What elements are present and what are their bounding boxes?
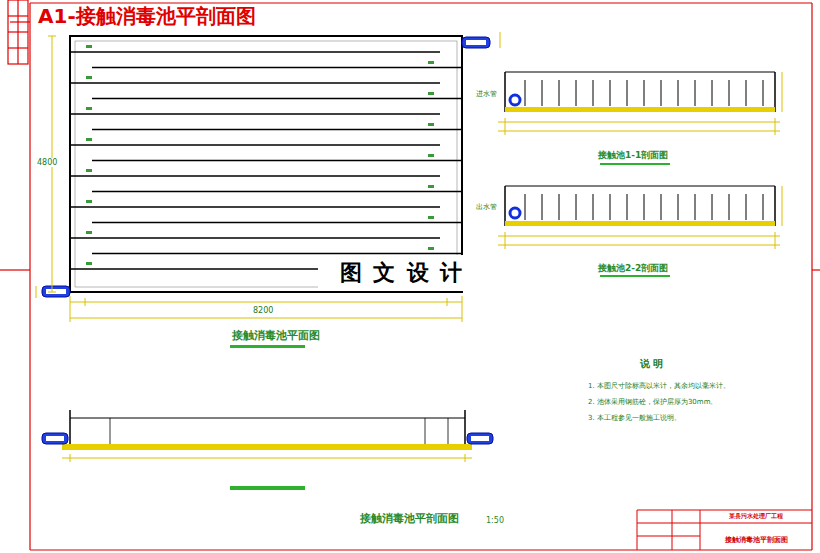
section-1-1 xyxy=(498,72,782,165)
view-caption: 接触消毒池平剖面图 xyxy=(360,513,459,526)
node-text: 接触消毒池平剖面图 xyxy=(725,535,788,545)
title-block-frame xyxy=(637,510,812,550)
notes-heading: 说 明 xyxy=(640,358,663,370)
view-caption: 接触消毒池平面图 xyxy=(232,330,320,343)
note-text: 3. 本工程参见一般施工说明。 xyxy=(588,414,681,422)
node-text: 图 文 设 计 xyxy=(340,258,465,288)
long-section xyxy=(42,410,493,490)
view-caption: 接触池2-2剖面图 xyxy=(598,263,668,273)
sheet-title: A1-接触消毒池平剖面图 xyxy=(38,5,256,28)
section-2-2 xyxy=(498,186,782,277)
node-text: 某县污水处理厂工程 xyxy=(729,512,783,521)
title-block: 某县污水处理厂工程接触消毒池平剖面图 xyxy=(700,510,812,550)
plan-view xyxy=(36,32,500,348)
pipe-label: 出水管 xyxy=(476,203,497,211)
title-block-cell: 接触消毒池平剖面图 xyxy=(700,532,812,548)
note-text: 2. 池体采用钢筋砼，保护层厚为30mm。 xyxy=(588,398,717,406)
note-text: 1. 本图尺寸除标高以米计，其余均以毫米计。 xyxy=(588,382,730,390)
pipe-label: 进水管 xyxy=(476,90,497,98)
view-caption: 接触池1-1剖面图 xyxy=(598,150,668,160)
dimension-text: 4800 xyxy=(36,158,58,167)
dimension-text: 8200 xyxy=(253,306,273,315)
scale-text: 1:50 xyxy=(486,516,504,525)
watermark-box: 图 文 设 计 xyxy=(318,255,486,291)
